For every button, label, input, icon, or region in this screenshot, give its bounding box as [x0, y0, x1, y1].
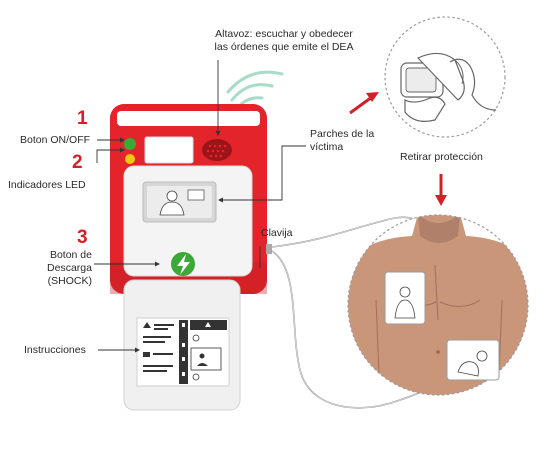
- patches-label: Parches de la víctima: [310, 128, 374, 154]
- instructions-card: [136, 317, 230, 387]
- speaker-label: Altavoz: escuchar y obedecer las órdenes…: [198, 28, 370, 54]
- power-button-label: Boton ON/OFF: [20, 134, 91, 146]
- patches-label-line1: Parches de la: [310, 128, 375, 140]
- step-number-3: 3: [77, 227, 88, 248]
- speaker-grille-icon: [202, 139, 232, 161]
- chest-pads-illustration: [347, 214, 529, 396]
- remove-protection-label: Retirar protección: [400, 151, 483, 163]
- plug-connector: [266, 244, 272, 254]
- led-indicator-icon: [125, 154, 135, 164]
- plug-label: Clavija: [261, 227, 293, 239]
- step-number-2: 2: [72, 152, 83, 173]
- shock-button-label: Boton de Descarga (SHOCK): [4, 249, 92, 288]
- shock-label-line1: Boton de Descarga: [47, 249, 92, 274]
- remove-protection-illustration: [384, 16, 506, 138]
- red-arrow-up-right: [349, 92, 379, 115]
- patches-label-line2: víctima: [310, 141, 344, 153]
- speaker-label-line1: Altavoz: escuchar y obedecer: [215, 28, 353, 40]
- led-indicators-label: Indicadores LED: [8, 179, 86, 191]
- instructions-label: Instrucciones: [24, 344, 86, 356]
- speaker-label-line2: las órdenes que emite el DEA: [214, 41, 354, 53]
- red-arrow-down: [435, 174, 447, 206]
- shock-label-line2: (SHOCK): [47, 275, 92, 287]
- power-button[interactable]: [124, 138, 136, 150]
- lightning-bolt-icon: [177, 254, 190, 275]
- shock-button[interactable]: [171, 252, 195, 276]
- body-silhouette-icon: [142, 181, 217, 223]
- step-number-1: 1: [77, 108, 88, 129]
